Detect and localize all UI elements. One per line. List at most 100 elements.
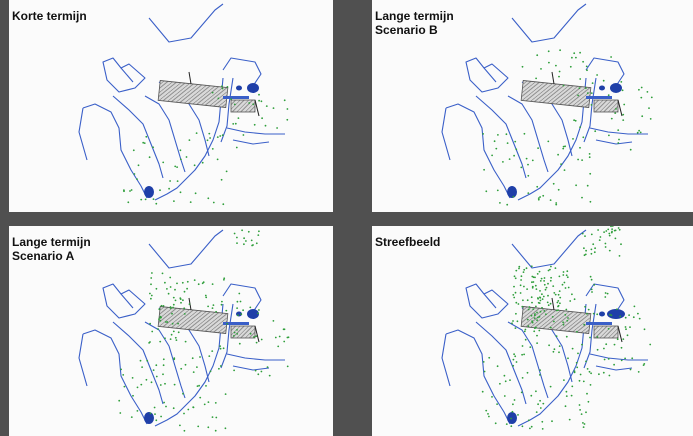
vegetation-dot [268, 374, 271, 377]
vegetation-dot [528, 419, 530, 422]
vegetation-dot [559, 302, 561, 305]
vegetation-dot [142, 141, 145, 144]
vegetation-dot [540, 277, 543, 280]
vegetation-dot [530, 425, 533, 428]
vegetation-dot [623, 103, 626, 106]
pond [236, 85, 242, 91]
vegetation-dot [596, 348, 599, 351]
vegetation-dot [588, 153, 591, 155]
vegetation-dot [521, 377, 524, 379]
vegetation-dot [149, 322, 152, 325]
vegetation-dot [550, 265, 552, 268]
vegetation-dot [603, 347, 605, 350]
vegetation-dot [527, 308, 530, 311]
vegetation-dot [170, 333, 173, 336]
vegetation-dot [523, 285, 525, 288]
vegetation-dot [162, 358, 165, 361]
vegetation-dot [578, 404, 581, 406]
vegetation-dot [524, 328, 527, 331]
vegetation-dot [520, 166, 523, 169]
vegetation-dot [511, 410, 514, 413]
vegetation-dot [185, 156, 188, 158]
vegetation-dot [573, 52, 576, 55]
vegetation-dot [207, 305, 210, 308]
vegetation-dot [565, 308, 568, 311]
vegetation-dot [253, 336, 255, 338]
vegetation-dot [155, 375, 158, 378]
vegetation-dot [532, 276, 535, 279]
vegetation-dot [233, 232, 236, 235]
vegetation-dot [579, 146, 581, 149]
vegetation-dot [233, 331, 236, 334]
vegetation-dot [608, 232, 611, 235]
vegetation-dot [208, 355, 211, 357]
map-drawing [441, 226, 652, 430]
vegetation-dot [219, 345, 222, 347]
vegetation-dot [538, 315, 541, 318]
vegetation-dot [529, 427, 531, 430]
vegetation-dot [202, 281, 205, 284]
channel [586, 96, 612, 99]
vegetation-dot [611, 228, 613, 230]
vegetation-dot [252, 103, 255, 106]
vegetation-dot [590, 372, 592, 375]
vegetation-dot [141, 366, 144, 368]
vegetation-dot [617, 129, 620, 132]
vegetation-dot [527, 174, 530, 177]
vegetation-dot [118, 399, 121, 402]
vegetation-dot [169, 306, 172, 308]
vegetation-dot [555, 202, 558, 204]
panel-title: Streefbeeld [375, 235, 440, 249]
stream-line [78, 333, 88, 387]
vegetation-dot [219, 365, 222, 367]
vegetation-dot [539, 290, 541, 292]
vegetation-dot [216, 158, 219, 161]
vegetation-dot [159, 340, 162, 343]
stream-line [507, 95, 549, 173]
stream-line [595, 139, 633, 145]
vegetation-dot [211, 91, 214, 94]
vegetation-dot [563, 281, 566, 284]
vegetation-dot [176, 282, 178, 285]
vegetation-dot [535, 305, 537, 308]
vegetation-dot [236, 307, 239, 309]
stream-line [232, 365, 270, 371]
vegetation-dot [539, 310, 542, 313]
vegetation-dot [542, 295, 545, 298]
vegetation-dot [160, 304, 163, 307]
vegetation-dot [160, 316, 163, 319]
vegetation-dot [598, 373, 600, 376]
arrow-marker [551, 297, 555, 311]
vegetation-dot [578, 379, 581, 382]
vegetation-dot [223, 278, 225, 281]
vegetation-dot [150, 297, 152, 300]
vegetation-dot [622, 119, 625, 121]
vegetation-dot [572, 138, 574, 140]
vegetation-dot [166, 288, 168, 290]
vegetation-dot [547, 269, 550, 272]
vegetation-dot [618, 138, 620, 141]
vegetation-dot [209, 137, 212, 139]
vegetation-dot [579, 78, 582, 80]
vegetation-dot [555, 309, 558, 312]
vegetation-dot [166, 321, 169, 323]
vegetation-dot [266, 366, 269, 368]
vegetation-dot [272, 320, 275, 322]
stream-line [82, 103, 148, 199]
vegetation-dot [184, 340, 187, 343]
vegetation-dot [636, 131, 639, 134]
vegetation-dot [582, 380, 585, 383]
vegetation-dot [587, 308, 590, 311]
vegetation-dot [133, 173, 136, 175]
vegetation-dot [520, 279, 522, 281]
pond [247, 309, 259, 319]
vegetation-dot [517, 303, 520, 305]
vegetation-dot [535, 288, 538, 290]
vegetation-dot [541, 306, 543, 309]
vegetation-dot [204, 294, 207, 297]
vegetation-dot [188, 303, 191, 305]
vegetation-dot [608, 374, 611, 377]
vegetation-dot [483, 168, 485, 171]
vegetation-dot [481, 390, 484, 393]
stream-line [112, 95, 164, 179]
